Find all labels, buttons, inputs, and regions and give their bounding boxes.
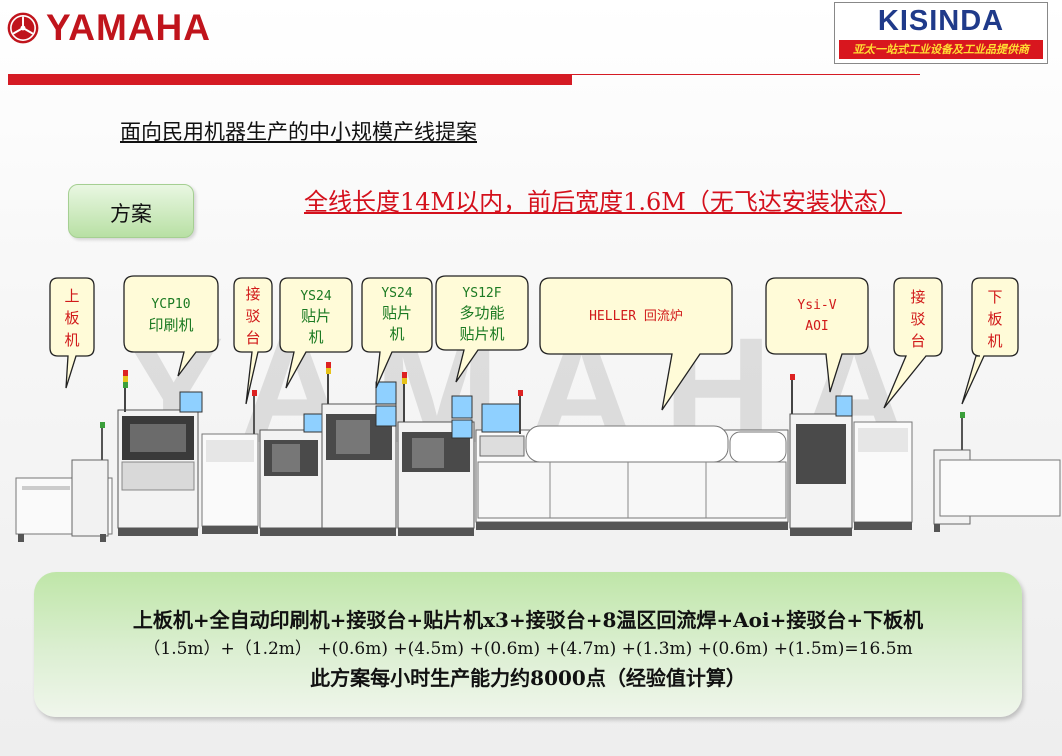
- kisinda-tagline: 亚太一站式工业设备及工业品提供商: [839, 40, 1043, 59]
- svg-text:机: 机: [389, 325, 404, 343]
- callout-conveyor-2: 接 驳 台: [883, 277, 943, 409]
- ys24-mounter-2-machine: [321, 362, 397, 536]
- yamaha-logo: YAMAHA: [6, 4, 211, 52]
- svg-text:Ysi-V: Ysi-V: [797, 298, 836, 313]
- header-red-bar: [8, 74, 572, 85]
- production-line-diagram: YAMAHA: [15, 275, 1061, 542]
- callout-heller-reflow: HELLER 回流炉: [539, 277, 733, 411]
- callout-ysi-v-aoi: Ysi-V AOI: [765, 277, 869, 393]
- callout-conveyor-1: 接 驳 台: [233, 277, 273, 405]
- svg-text:驳: 驳: [910, 310, 925, 328]
- svg-text:机: 机: [308, 328, 323, 346]
- scheme-label: 方案: [110, 202, 152, 226]
- callout-ycp10-printer: YCP10 印刷机: [123, 275, 219, 377]
- summary-equipment-list: 上板机+全自动印刷机+接驳台+贴片机x3+接驳台+8温区回流焊+Aoi+接驳台+…: [132, 608, 924, 632]
- ysi-v-aoi-machine: [789, 374, 853, 536]
- conveyor-1-machine: [201, 390, 259, 534]
- spec-headline: 全线长度14M以内，前后宽度1.6M（无飞达安装状态）: [304, 188, 902, 216]
- callout-ys24-mounter-1: YS24 贴片 机: [279, 277, 353, 389]
- yamaha-tuning-fork-emblem-icon: [7, 12, 39, 44]
- svg-text:接: 接: [910, 288, 925, 306]
- conveyor-2-machine: [853, 421, 913, 530]
- svg-text:贴片: 贴片: [301, 307, 331, 325]
- svg-text:多功能: 多功能: [459, 304, 504, 322]
- svg-text:上: 上: [64, 287, 79, 305]
- scheme-badge: 方案: [68, 184, 194, 238]
- svg-text:HELLER 回流炉: HELLER 回流炉: [589, 309, 683, 324]
- svg-text:贴片机: 贴片机: [459, 325, 504, 343]
- svg-text:机: 机: [987, 332, 1002, 350]
- svg-text:YS24: YS24: [381, 286, 412, 301]
- svg-text:印刷机: 印刷机: [148, 316, 193, 334]
- callout-unloader: 下 板 机: [961, 277, 1019, 405]
- svg-text:台: 台: [245, 329, 260, 347]
- svg-text:板: 板: [64, 309, 79, 327]
- page-title: 面向民用机器生产的中小规模产线提案: [120, 120, 477, 144]
- svg-text:YCP10: YCP10: [151, 297, 190, 312]
- ys12f-mounter-machine: [397, 372, 475, 536]
- svg-text:接: 接: [245, 285, 260, 303]
- svg-text:YS12F: YS12F: [462, 286, 501, 301]
- summary-length-breakdown: （1.5m）+（1.2m） +(0.6m) +(4.5m) +(0.6m) +(…: [143, 639, 913, 659]
- loader-machine: [15, 422, 113, 542]
- heller-reflow-oven-machine: [475, 390, 789, 530]
- svg-text:下: 下: [987, 288, 1002, 306]
- svg-text:贴片: 贴片: [382, 304, 412, 322]
- callout-ys24-mounter-2: YS24 贴片 机: [361, 277, 433, 389]
- svg-text:AOI: AOI: [805, 319, 828, 334]
- ys24-mounter-1-machine: [259, 413, 323, 536]
- ycp10-printer-machine: [117, 370, 203, 536]
- svg-text:台: 台: [910, 332, 925, 350]
- summary-capacity: 此方案每小时生产能力约8000点（经验值计算）: [310, 666, 746, 690]
- kisinda-logo-text: KISINDA: [877, 5, 1005, 37]
- callout-loader: 上 板 机: [49, 277, 95, 389]
- summary-box: 上板机+全自动印刷机+接驳台+贴片机x3+接驳台+8温区回流焊+Aoi+接驳台+…: [34, 572, 1022, 717]
- svg-text:机: 机: [64, 331, 79, 349]
- kisinda-logo: KISINDA 亚太一站式工业设备及工业品提供商: [834, 2, 1048, 64]
- callout-ys12f-mounter: YS12F 多功能 贴片机: [435, 275, 529, 383]
- svg-text:YS24: YS24: [300, 289, 331, 304]
- unloader-machine: [933, 412, 1061, 532]
- yamaha-logo-text: YAMAHA: [46, 7, 211, 48]
- svg-text:驳: 驳: [245, 307, 260, 325]
- svg-text:板: 板: [987, 310, 1002, 328]
